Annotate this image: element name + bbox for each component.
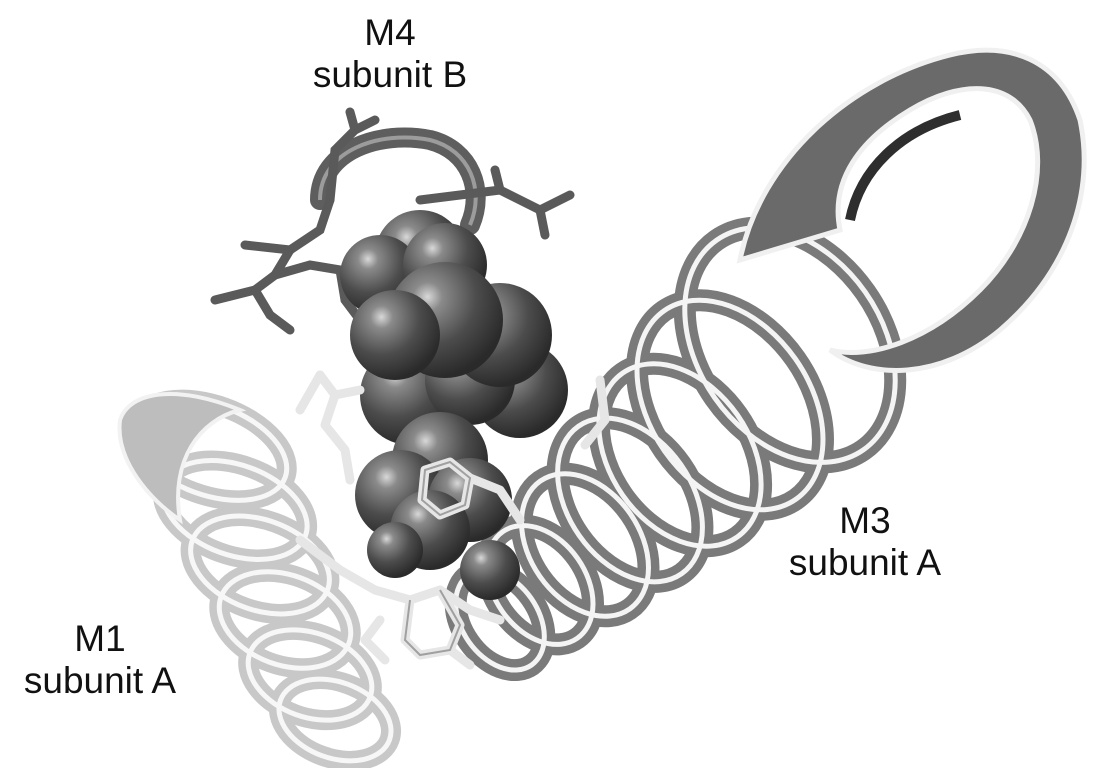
m3-label-line1: M3 — [760, 500, 970, 542]
m4-label-line1: M4 — [290, 12, 490, 54]
m3-subunit-a-label: M3 subunit A — [760, 500, 970, 584]
m1-label-line1: M1 — [0, 618, 200, 660]
m4-label-line2: subunit B — [290, 54, 490, 96]
m1-label-line2: subunit A — [0, 660, 200, 702]
m3-label-line2: subunit A — [760, 542, 970, 584]
m1-helix — [119, 380, 402, 768]
m4-helix — [320, 138, 476, 226]
m4-subunit-b-label: M4 subunit B — [290, 12, 490, 96]
m1-subunit-a-label: M1 subunit A — [0, 618, 200, 702]
